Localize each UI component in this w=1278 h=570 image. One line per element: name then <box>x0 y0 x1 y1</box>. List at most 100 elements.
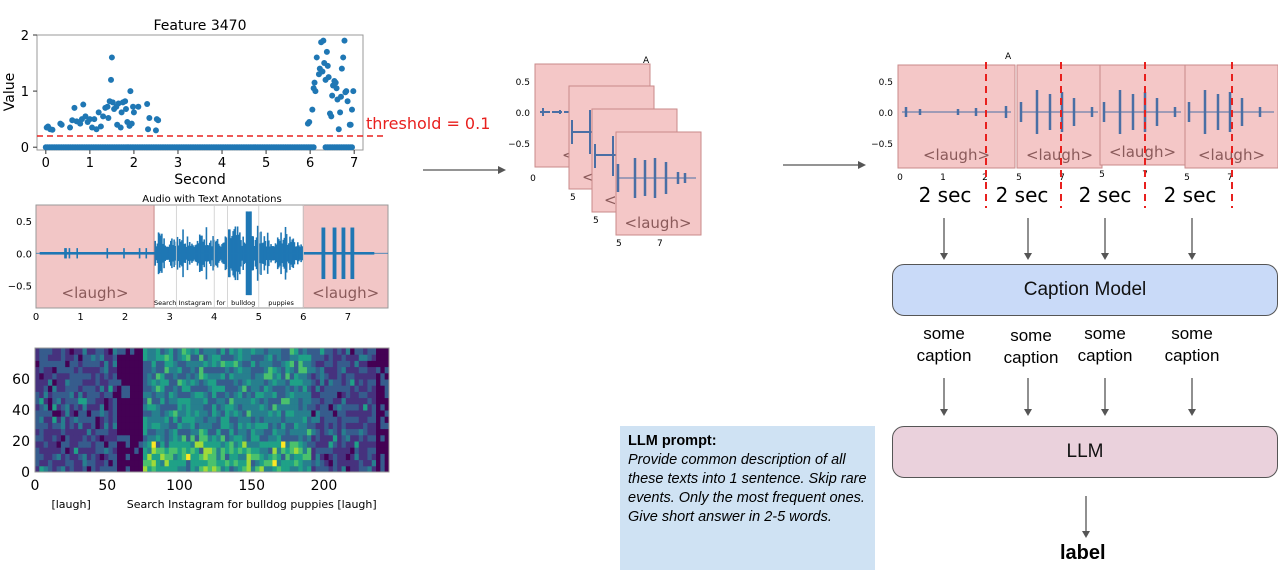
spectrogram-cell <box>332 397 338 405</box>
spectrogram-cell <box>380 360 386 368</box>
spectrogram-cell <box>39 434 45 442</box>
spectrogram-cell <box>324 391 330 399</box>
spectrogram-cell <box>60 385 66 392</box>
spectrogram-cell <box>337 428 343 436</box>
spectrogram-cell <box>259 348 265 355</box>
spectrogram-cell <box>367 453 373 461</box>
spectrogram-cell <box>298 447 304 454</box>
spectrogram-cell <box>190 453 196 461</box>
spectrogram-cell <box>250 428 256 436</box>
spectrogram-cell <box>160 416 166 423</box>
spectrogram-cell <box>216 379 222 386</box>
spectrogram-cell <box>104 354 109 361</box>
spectrogram-cell <box>199 410 204 417</box>
spectrogram-cell <box>35 391 40 399</box>
spectrogram-cell <box>212 366 217 374</box>
spectrogram-cell <box>345 391 351 399</box>
spectrogram-cell <box>78 366 83 374</box>
spectrogram-cell <box>181 459 187 467</box>
spectrogram-cell <box>112 453 118 461</box>
spectrogram-cell <box>281 410 286 417</box>
spectrogram-cell <box>52 434 58 442</box>
spectrogram-cell <box>43 453 49 461</box>
spectrogram-cell <box>121 422 127 430</box>
spectrogram-cell <box>78 428 83 436</box>
spectrogram-cell <box>341 447 347 454</box>
spectrogram-cell <box>302 459 308 467</box>
spectrogram-cell <box>186 379 191 386</box>
spectrogram-cell <box>242 397 248 405</box>
spectrogram-cell <box>259 434 265 442</box>
spectrogram-cell <box>60 410 66 417</box>
spectrogram-cell <box>129 434 135 442</box>
spectrogram-cell <box>203 422 209 430</box>
spectrogram-cell <box>86 441 92 448</box>
spectrogram-cell <box>125 422 131 430</box>
spectrogram-cell <box>384 434 390 442</box>
spectrogram-cell <box>302 372 308 380</box>
spectrogram-cell <box>138 379 144 386</box>
spectrogram-cell <box>255 428 260 436</box>
spectrogram-cell <box>155 391 161 399</box>
spectrogram-cell <box>324 459 330 467</box>
flow-arrow-head <box>940 253 948 260</box>
spectrogram-cell <box>268 465 273 473</box>
spectrogram-cell <box>367 441 373 448</box>
spectrogram-cell <box>337 416 343 423</box>
spectrogram-cell <box>337 391 343 399</box>
spectrogram-cell <box>272 354 278 361</box>
spectrogram-cell <box>203 385 209 392</box>
spectrogram-cell <box>272 465 278 473</box>
spectrogram-cell <box>69 403 75 411</box>
spectrogram-cell <box>216 428 222 436</box>
spectrogram-cell <box>129 428 135 436</box>
spectrogram-cell <box>242 441 248 448</box>
scatter-xtick-label: 1 <box>86 156 94 171</box>
spectrogram-cell <box>168 391 174 399</box>
spectrogram-cell <box>160 447 166 454</box>
spectrogram-cell <box>129 459 135 467</box>
spectrogram-cell <box>246 360 252 368</box>
spectrogram-cell <box>173 416 178 423</box>
spectrogram-cell <box>224 465 230 473</box>
spectrogram-cell <box>380 348 386 355</box>
spectrogram-cell <box>199 397 204 405</box>
spectrogram-cell <box>147 403 153 411</box>
spectrogram-cell <box>268 385 273 392</box>
spectrogram-cell <box>121 410 127 417</box>
scatter-point <box>145 126 152 133</box>
spectrogram-cell <box>224 403 230 411</box>
spectrogram-cell <box>60 366 66 374</box>
spectrogram-cell <box>220 434 226 442</box>
split-segment-tick: 5 <box>1184 173 1190 183</box>
spectrogram-cell <box>259 416 265 423</box>
spectrogram-cell <box>363 372 368 380</box>
spectrogram-cell <box>99 459 105 467</box>
spectrogram-cell <box>354 397 360 405</box>
spectrogram-cell <box>155 422 161 430</box>
spectrogram-cell <box>39 348 45 355</box>
spectrogram-cell <box>60 403 66 411</box>
spectrogram-cell <box>276 391 282 399</box>
spectrogram-cell <box>56 434 62 442</box>
spectrogram-cell <box>117 385 122 392</box>
spectrogram-cell <box>108 391 114 399</box>
spectrogram-cell <box>220 459 226 467</box>
spectrogram-cell <box>69 360 75 368</box>
spectrogram-cell <box>315 428 321 436</box>
spectrogram-cell <box>350 422 355 430</box>
spectrogram-cell <box>203 354 209 361</box>
spectrogram-ytick-label: 20 <box>12 434 30 450</box>
spectrogram-cell <box>142 379 148 386</box>
spectrogram-cell <box>65 410 71 417</box>
spectrogram-cell <box>99 354 105 361</box>
spectrogram-cell <box>259 379 265 386</box>
spectrogram-cell <box>311 441 317 448</box>
spectrogram-cell <box>376 434 381 442</box>
spectrogram-cell <box>367 360 373 368</box>
spectrogram-cell <box>324 416 330 423</box>
spectrogram-cell <box>181 434 187 442</box>
spectrogram-cell <box>60 441 66 448</box>
spectrogram-xtick-label: 200 <box>311 478 338 494</box>
spectrogram-cell <box>69 459 75 467</box>
